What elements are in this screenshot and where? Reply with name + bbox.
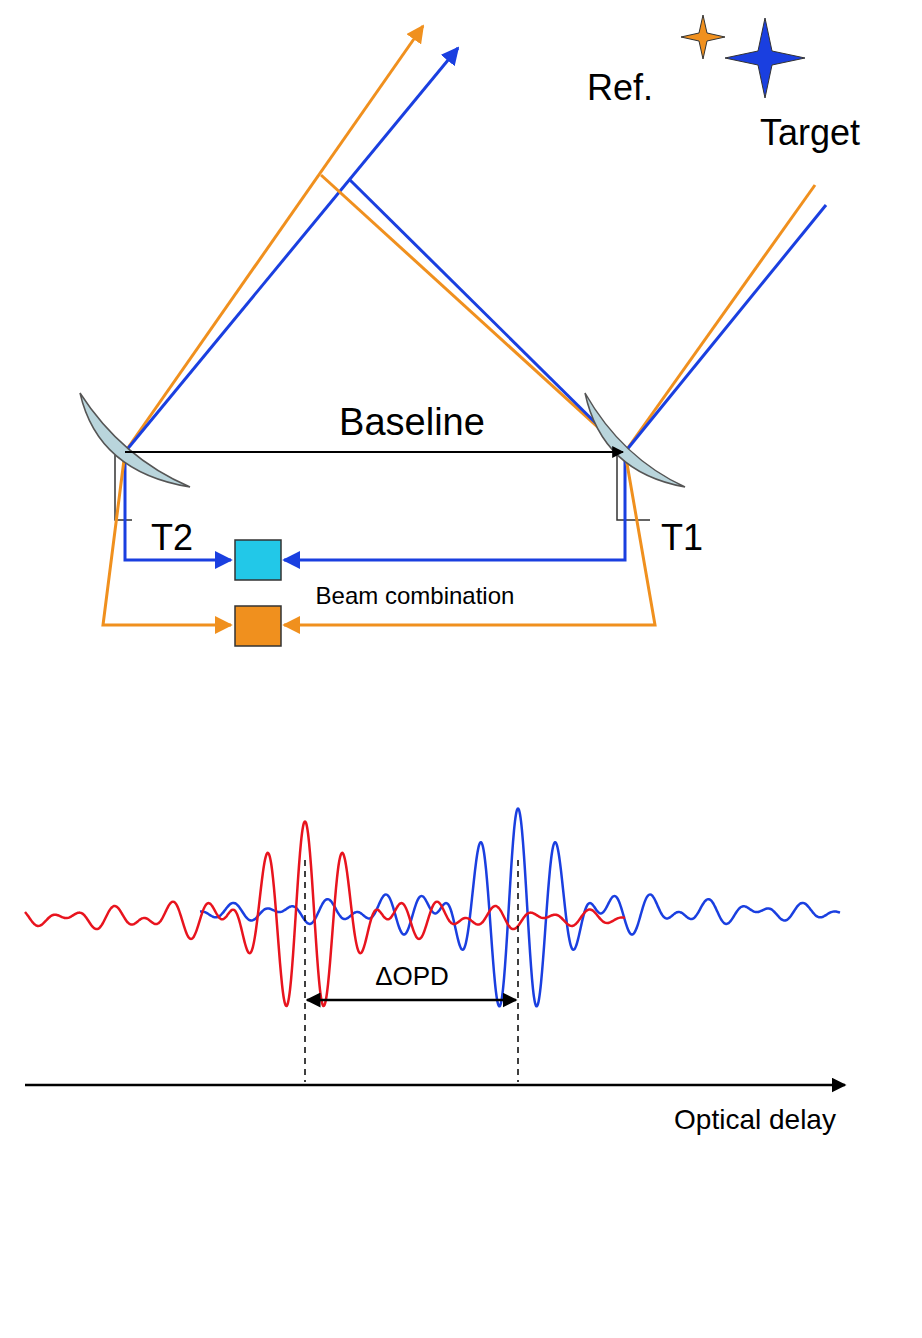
target-star — [725, 18, 805, 98]
delay-axis — [25, 1084, 845, 1087]
target-combiner — [235, 540, 281, 580]
axis-label: Optical delay — [674, 1105, 836, 1136]
telescope-label: T1 — [661, 518, 703, 558]
beam-combination-label: Beam combination — [316, 583, 515, 609]
reference-star — [681, 15, 725, 59]
telescope-label: T2 — [151, 518, 193, 558]
opd-arrow — [307, 999, 516, 1002]
telescope-dish — [80, 393, 190, 487]
reference-wavefront — [321, 175, 625, 452]
target-label: Target — [760, 113, 860, 153]
reference-combiner — [235, 606, 281, 646]
target-beam — [625, 205, 826, 452]
reference-fringe-packet — [25, 821, 625, 1006]
reference-delay-line — [284, 452, 655, 625]
baseline-label: Baseline — [339, 402, 485, 444]
reference-label: Ref. — [587, 68, 653, 108]
reference-beam — [125, 26, 423, 452]
telescope-dish — [585, 393, 685, 487]
dashed-marker — [304, 860, 306, 1082]
reference-beam — [625, 185, 815, 452]
opd-label: ΔOPD — [375, 962, 449, 991]
target-beam — [125, 48, 458, 452]
dashed-marker — [517, 860, 519, 1082]
baseline-arrow — [125, 451, 623, 453]
target-delay-line — [284, 452, 625, 560]
